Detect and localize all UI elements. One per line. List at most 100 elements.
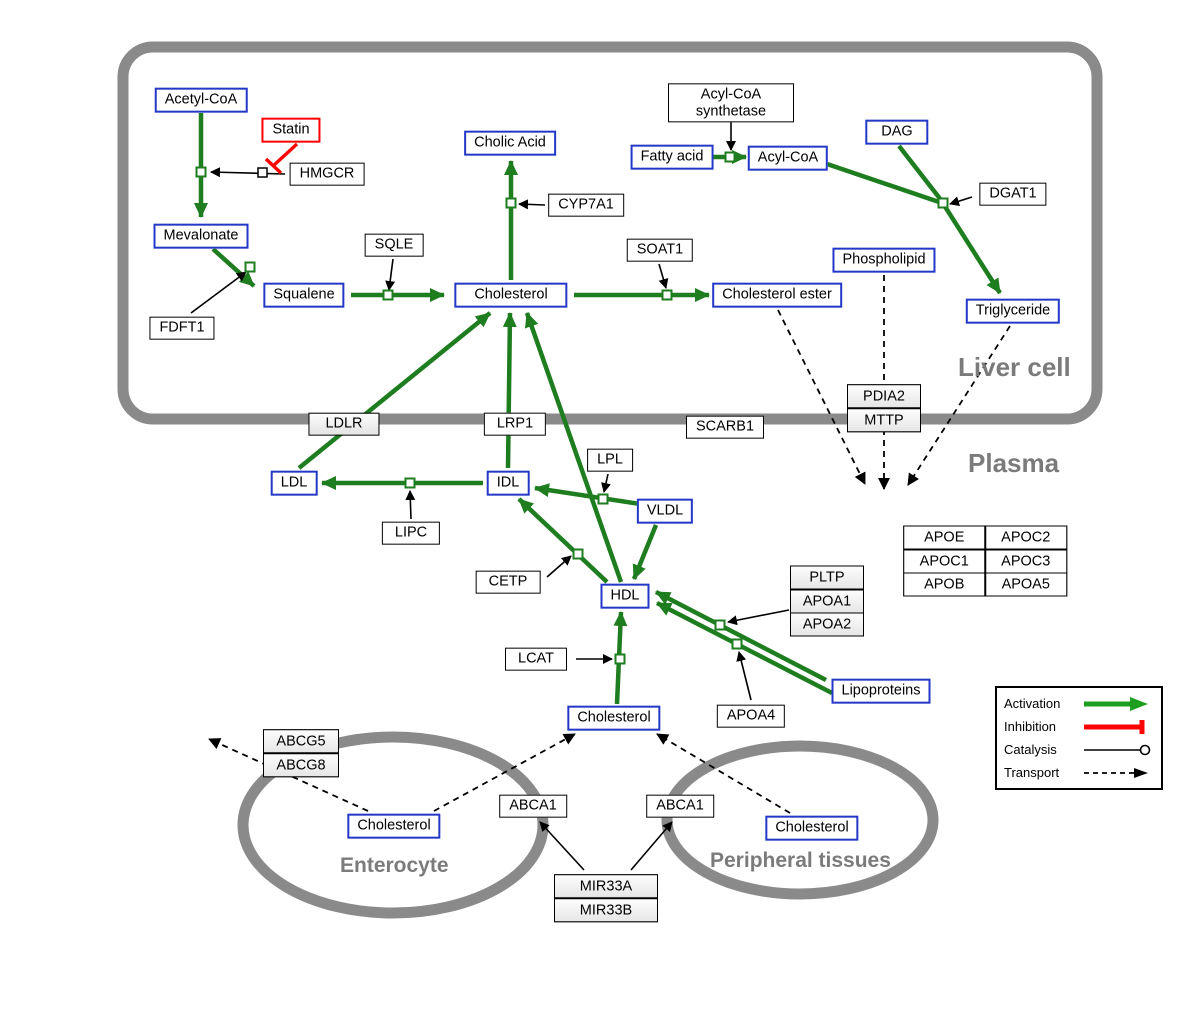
statin-inhibition-line — [271, 142, 299, 168]
enzyme-lipc[interactable]: LIPC — [381, 521, 441, 545]
protein-apob[interactable]: APOB — [904, 573, 985, 596]
edge-idl-to-cholesterol — [502, 312, 517, 469]
node-hdl[interactable]: HDL — [600, 583, 650, 609]
protein-pdia2[interactable]: PDIA2 — [848, 385, 920, 408]
reaction-node — [614, 653, 626, 665]
reaction-node — [937, 197, 949, 209]
node-cholesterol-enterocyte[interactable]: Cholesterol — [347, 813, 441, 839]
edge-dgat1-node-to-triglyceride — [942, 203, 1002, 295]
legend-row-inhibition: Inhibition — [997, 715, 1161, 738]
reaction-node — [195, 166, 207, 178]
enzyme-hmgcr[interactable]: HMGCR — [289, 162, 365, 186]
receptor-scarb1[interactable]: SCARB1 — [685, 415, 765, 439]
node-vldl[interactable]: VLDL — [636, 498, 694, 524]
node-cholesterol-ester[interactable]: Cholesterol ester — [712, 282, 842, 308]
node-ldl[interactable]: LDL — [270, 470, 318, 496]
reaction-node — [724, 151, 736, 163]
enzyme-soat1[interactable]: SOAT1 — [626, 238, 694, 262]
edge-lpl-catalysis — [601, 473, 611, 493]
edge-mir33-to-abca1-right — [630, 821, 673, 871]
protein-apoa4[interactable]: APOA4 — [716, 704, 786, 728]
edge-sqle-catalysis — [385, 258, 396, 291]
mirna-mir33a[interactable]: MIR33A — [555, 875, 657, 898]
protein-mttp[interactable]: MTTP — [848, 408, 920, 431]
edge-vldl-to-idl — [534, 483, 641, 507]
edge-cholesterol-enterocyte-to-plasma — [433, 733, 576, 812]
legend-row-transport: Transport — [997, 761, 1161, 784]
edge-lipc-catalysis — [405, 490, 416, 520]
protein-apoa5[interactable]: APOA5 — [985, 573, 1066, 596]
transporter-abcg5[interactable]: ABCG5 — [264, 730, 338, 753]
protein-apoa2[interactable]: APOA2 — [791, 613, 863, 636]
node-dag[interactable]: DAG — [865, 119, 929, 145]
region-label-plasma: Plasma — [968, 448, 1060, 478]
apolipoprotein-table: APOE APOC2 APOC1 APOC3 APOB APOA5 — [903, 525, 1067, 597]
stack-mir33a-mir33b: MIR33A MIR33B — [554, 874, 658, 922]
membranes — [117, 41, 1103, 919]
edge-triglyceride-to-plasma — [907, 325, 1011, 486]
reaction-node — [731, 638, 743, 650]
legend-box: Activation Inhibition Catalysis Transpor… — [995, 686, 1163, 790]
stack-abcg5-abcg8: ABCG5 ABCG8 — [263, 729, 339, 777]
node-cholic-acid[interactable]: Cholic Acid — [464, 130, 556, 156]
transport-dashed-arrow-icon — [1084, 767, 1148, 778]
edge-mevalonate-to-squalene — [211, 247, 256, 288]
edge-apoa4-catalysis — [736, 651, 752, 701]
enzyme-dgat1[interactable]: DGAT1 — [979, 182, 1047, 206]
node-cholesterol-liver[interactable]: Cholesterol — [454, 282, 568, 308]
receptor-lrp1[interactable]: LRP1 — [483, 412, 547, 436]
legend-row-catalysis: Catalysis — [997, 738, 1161, 761]
transporter-abcg8[interactable]: ABCG8 — [264, 753, 338, 776]
protein-apoa1[interactable]: APOA1 — [791, 590, 863, 612]
edge-cyp7a1-catalysis — [518, 199, 546, 210]
edge-hdl-to-cholesterol — [524, 312, 624, 583]
node-acyl-coa[interactable]: Acyl-CoA — [747, 145, 829, 171]
enzyme-acyl-coa-synthetase[interactable]: Acyl-CoA synthetase — [668, 83, 794, 123]
edge-cholesterol-enterocyte-abcg — [208, 738, 369, 812]
edge-acylcoa-to-dgat1-node — [826, 161, 940, 205]
protein-apoc2[interactable]: APOC2 — [985, 526, 1066, 549]
transporter-abca1-enterocyte[interactable]: ABCA1 — [499, 794, 567, 818]
node-fatty-acid[interactable]: Fatty acid — [630, 144, 714, 170]
node-cholesterol-plasma[interactable]: Cholesterol — [567, 705, 661, 731]
enzyme-sqle[interactable]: SQLE — [364, 233, 424, 257]
node-squalene[interactable]: Squalene — [263, 282, 345, 308]
node-idl[interactable]: IDL — [486, 470, 530, 496]
protein-pltp[interactable]: PLTP — [791, 566, 863, 589]
transporter-abca1-peripheral[interactable]: ABCA1 — [646, 794, 714, 818]
receptor-ldlr[interactable]: LDLR — [308, 412, 380, 436]
catalysis-line-icon — [1084, 744, 1151, 755]
enzyme-lpl[interactable]: LPL — [587, 448, 633, 472]
protein-apoc3[interactable]: APOC3 — [985, 550, 1066, 572]
legend-label-transport: Transport — [1004, 765, 1060, 780]
reaction-node — [597, 493, 609, 505]
reaction-node — [572, 548, 584, 560]
region-label-liver-cell: Liver cell — [958, 352, 1071, 382]
enzyme-cetp[interactable]: CETP — [475, 570, 541, 594]
node-lipoproteins[interactable]: Lipoproteins — [831, 678, 931, 704]
reaction-node — [661, 289, 673, 301]
enzyme-fdft1[interactable]: FDFT1 — [149, 316, 215, 340]
edge-dgat1-catalysis — [949, 196, 973, 207]
node-statin[interactable]: Statin — [261, 117, 321, 143]
reaction-node — [244, 261, 256, 273]
protein-apoe[interactable]: APOE — [904, 526, 985, 549]
edge-hmgcr-catalysis — [210, 167, 286, 178]
protein-apoc1[interactable]: APOC1 — [904, 550, 985, 572]
node-mevalonate[interactable]: Mevalonate — [153, 223, 249, 249]
enzyme-cyp7a1[interactable]: CYP7A1 — [548, 193, 624, 217]
edge-hdl-to-idl-cetp — [517, 497, 609, 584]
stack-pdia2-mttp: PDIA2 MTTP — [847, 384, 921, 432]
mirna-mir33b[interactable]: MIR33B — [555, 898, 657, 921]
edge-vldl-to-hdl — [631, 524, 659, 580]
edge-ldl-to-cholesterol — [297, 311, 492, 470]
node-triglyceride[interactable]: Triglyceride — [965, 298, 1061, 324]
enzyme-lcat[interactable]: LCAT — [505, 647, 567, 671]
node-phospholipid[interactable]: Phospholipid — [832, 247, 936, 273]
legend-label-activation: Activation — [1004, 696, 1061, 711]
node-cholesterol-peripheral[interactable]: Cholesterol — [765, 815, 859, 841]
node-acetyl-coa[interactable]: Acetyl-CoA — [154, 87, 248, 113]
stack-pltp-apoa1-apoa2: PLTP APOA1 APOA2 — [790, 565, 864, 637]
reaction-node — [505, 197, 517, 209]
